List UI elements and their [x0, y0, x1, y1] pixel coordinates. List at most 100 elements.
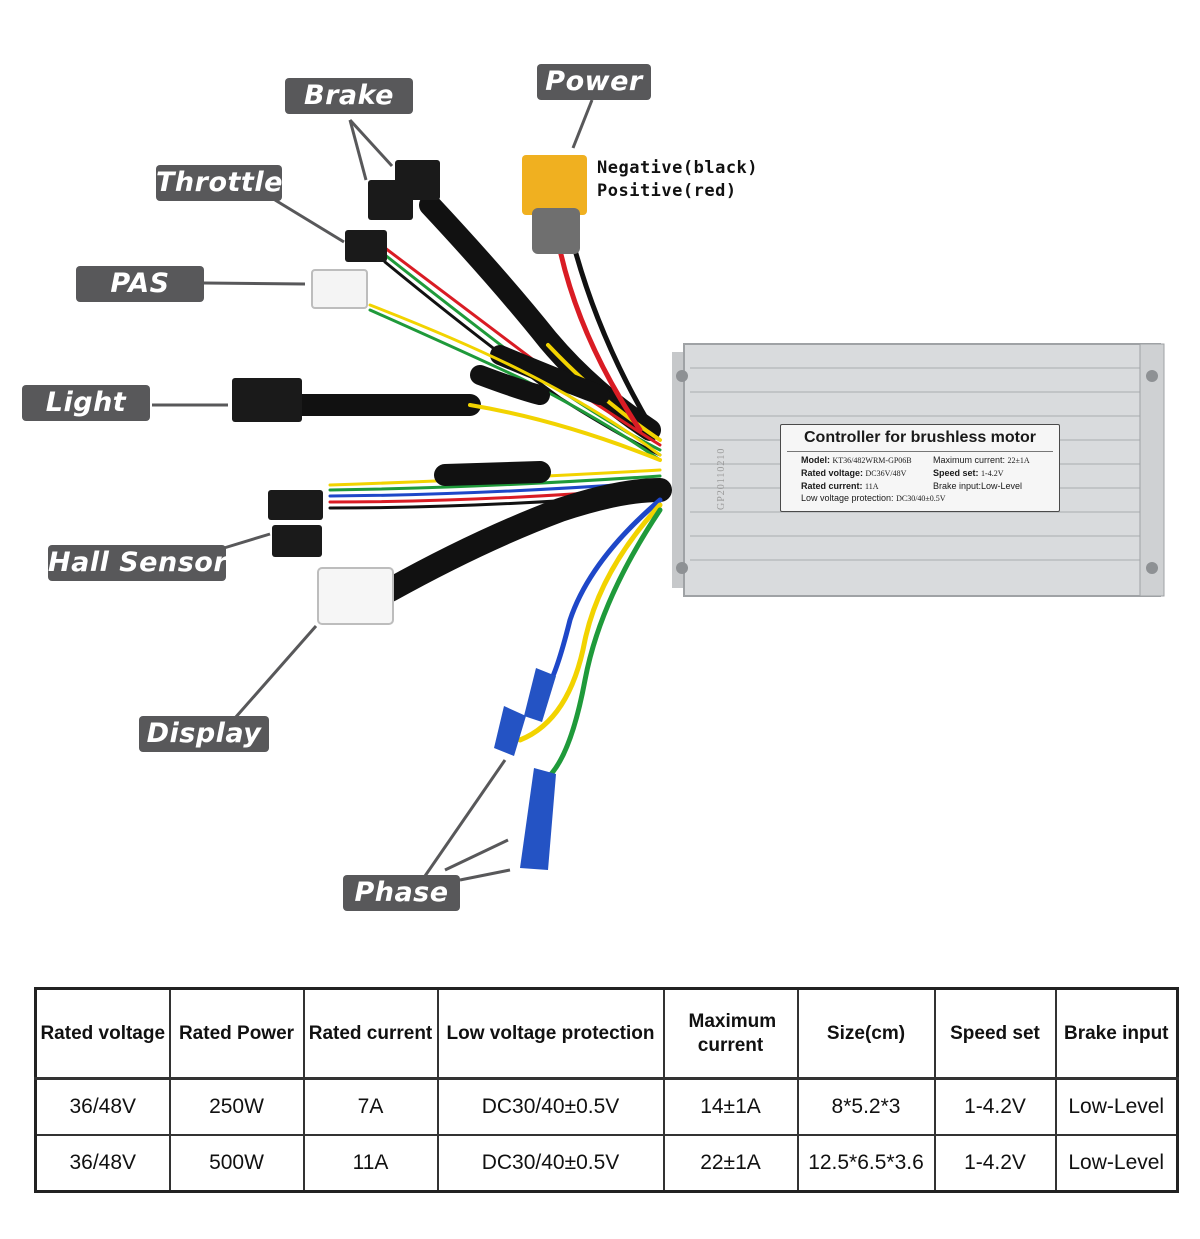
spec-table: Rated voltage Rated Power Rated current …: [34, 987, 1179, 1193]
cell-brake-input: Low-Level: [1054, 1134, 1179, 1193]
controller-stamp: GP20110210: [716, 447, 727, 510]
brake-connector-2: [368, 180, 413, 220]
header-brake-input: Brake input: [1054, 987, 1179, 1080]
cell-speed-set: 1-4.2V: [933, 1077, 1057, 1136]
speed-set-label: Speed set:: [933, 468, 979, 478]
display-sleeve: [378, 478, 672, 602]
screw-icon: [1146, 562, 1158, 574]
table-row: 36/48V 500W 11A DC30/40±0.5V 22±1A 12.5*…: [34, 1134, 1179, 1193]
screw-icon: [676, 562, 688, 574]
pas-wire-yellow: [368, 303, 662, 457]
screw-icon: [1146, 370, 1158, 382]
hall-sleeve: [434, 461, 551, 486]
hall-connector-2: [272, 525, 322, 557]
nameplate-brake-input: Brake input:Low-Level: [933, 481, 1023, 491]
label-light: Light: [22, 385, 150, 421]
power-wire-red: [557, 247, 643, 433]
model-label: Model:: [801, 455, 830, 465]
cell-rated-current: 7A: [302, 1077, 439, 1136]
max-current-value: 22±1A: [1007, 456, 1030, 465]
hall-wire-green: [328, 474, 662, 492]
pas-sleeve: [470, 365, 550, 405]
header-maximum-current: Maximum current: [662, 987, 799, 1080]
model-value: KT36/482WRM-GP06B: [832, 456, 912, 465]
wire-bundle: [289, 194, 672, 783]
controller-nameplate: Controller for brushless motor Model: KT…: [780, 424, 1060, 512]
label-hall-sensor: Hall Sensor: [48, 545, 227, 581]
cell-low-voltage-protection: DC30/40±0.5V: [436, 1077, 665, 1136]
power-negative-note: Negative(black): [597, 158, 759, 178]
leader-brake-1: [348, 119, 368, 181]
cell-size: 12.5*6.5*3.6: [796, 1134, 936, 1193]
xt60-boot: [532, 208, 580, 254]
rated-current-value: 11A: [865, 482, 879, 491]
header-speed-set: Speed set: [933, 987, 1057, 1080]
cell-rated-current: 11A: [302, 1134, 439, 1193]
leader-pas: [203, 281, 306, 286]
leader-display: [233, 625, 318, 719]
nameplate-rule: [787, 451, 1053, 452]
max-current-label: Maximum current:: [933, 455, 1006, 465]
xt60-connector: [522, 155, 587, 215]
cell-speed-set: 1-4.2V: [933, 1134, 1057, 1193]
phase-wire-yellow: [517, 502, 663, 743]
cell-rated-power: 250W: [168, 1077, 305, 1136]
leader-throttle: [274, 198, 345, 244]
pas-wire-green: [368, 308, 662, 462]
cell-size: 8*5.2*3: [796, 1077, 936, 1136]
label-power: Power: [537, 64, 651, 100]
label-display: Display: [139, 716, 269, 752]
throttle-connector: [345, 230, 387, 262]
nameplate-rated-voltage: Rated voltage: DC36V/48V: [801, 468, 906, 478]
cell-rated-voltage: 36/48V: [34, 1077, 171, 1136]
cell-rated-voltage: 36/48V: [34, 1134, 171, 1193]
nameplate-title: Controller for brushless motor: [803, 429, 1037, 446]
label-pas: PAS: [76, 266, 204, 302]
label-brake: Brake: [285, 78, 413, 114]
rated-voltage-value: DC36V/48V: [865, 469, 907, 478]
power-positive-note: Positive(red): [597, 181, 737, 201]
connectors: [232, 155, 587, 870]
label-throttle: Throttle: [156, 165, 282, 201]
header-low-voltage-protection: Low voltage protection: [436, 987, 665, 1080]
header-size: Size(cm): [796, 987, 936, 1080]
low-voltage-label: Low voltage protection:: [801, 493, 894, 503]
nameplate-model: Model: KT36/482WRM-GP06B: [801, 455, 912, 465]
leader-phase-2: [444, 838, 509, 872]
low-voltage-value: DC30/40±0.5V: [896, 494, 946, 503]
leader-hall: [223, 532, 271, 550]
leader-phase-3: [459, 868, 511, 882]
header-rated-voltage: Rated voltage: [34, 987, 171, 1080]
wiring-diagram: [152, 99, 1165, 882]
phase-bullet-2: [494, 706, 526, 756]
cell-rated-power: 500W: [168, 1134, 305, 1193]
cell-brake-input: Low-Level: [1054, 1077, 1179, 1136]
speed-set-value: 1-4.2V: [981, 469, 1004, 478]
rated-current-label: Rated current:: [801, 481, 863, 491]
nameplate-low-voltage: Low voltage protection: DC30/40±0.5V: [801, 493, 946, 503]
header-rated-power: Rated Power: [168, 987, 305, 1080]
cell-maximum-current: 14±1A: [662, 1077, 799, 1136]
hall-connector-1: [268, 490, 323, 520]
nameplate-max-current: Maximum current: 22±1A: [933, 455, 1030, 465]
leader-power: [571, 99, 594, 149]
phase-bullet-1: [524, 668, 556, 722]
pas-connector: [311, 269, 368, 309]
leader-phase-1: [423, 759, 507, 877]
cell-low-voltage-protection: DC30/40±0.5V: [436, 1134, 665, 1193]
cell-maximum-current: 22±1A: [662, 1134, 799, 1193]
display-connector: [317, 567, 394, 625]
label-phase: Phase: [343, 875, 460, 911]
light-wire-yellow: [468, 403, 662, 462]
phase-bullet-3: [520, 768, 556, 870]
housing-rail: [1139, 343, 1165, 597]
rated-voltage-label: Rated voltage:: [801, 468, 864, 478]
leader-brake-2: [348, 118, 394, 168]
spec-table-header-row: Rated voltage Rated Power Rated current …: [34, 987, 1179, 1080]
phase-wire-green: [542, 507, 663, 783]
nameplate-rated-current: Rated current: 11A: [801, 481, 879, 491]
throttle-sleeve: [490, 345, 610, 405]
nameplate-speed-set: Speed set: 1-4.2V: [933, 468, 1003, 478]
screw-icon: [676, 370, 688, 382]
header-rated-current: Rated current: [302, 987, 439, 1080]
